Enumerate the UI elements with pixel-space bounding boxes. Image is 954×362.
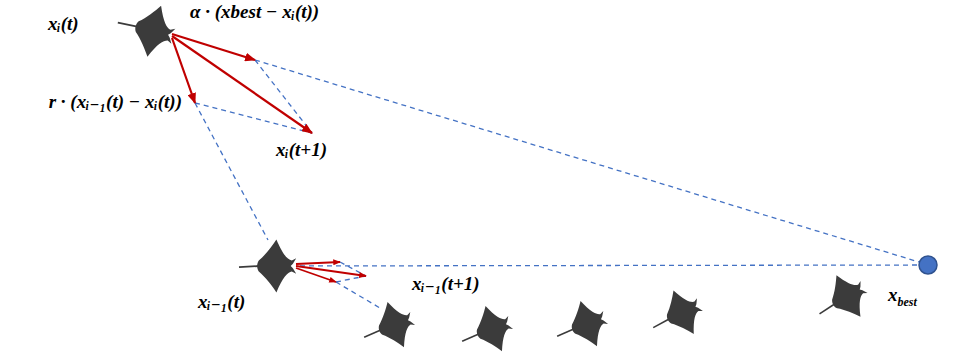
formula-label: xᵢ(t+1) [276, 140, 327, 161]
formula-label: α · (xbest − xᵢ(t)) [190, 2, 319, 23]
position-label: xᵢ₋₁(t) [198, 292, 245, 313]
manta-ray [356, 296, 421, 359]
manta-shape [244, 238, 300, 294]
vector-arrow [172, 36, 312, 133]
label-anchor: xᵢ(t+1) [276, 140, 327, 161]
label-anchor: α · (xbest − xᵢ(t)) [190, 2, 319, 23]
manta-ray [454, 300, 519, 362]
circle-shape [918, 255, 938, 275]
guide-line [300, 264, 918, 266]
manta-ray [111, 0, 180, 62]
vector-arrow [296, 262, 340, 264]
manta-ray [643, 283, 710, 348]
position-label: xᵢ(t) [48, 14, 79, 35]
target-circle: xbest [918, 255, 938, 275]
manta-ray: xᵢ(t) [122, 2, 178, 58]
guide-line [195, 103, 312, 133]
guide-line [336, 276, 366, 282]
formula-label: r · (xᵢ₋₁(t) − xᵢ(t)) [49, 92, 182, 113]
manta-ray [807, 266, 876, 334]
guide-line [255, 60, 919, 262]
manta-ray [239, 240, 296, 293]
position-label: xbest [888, 285, 917, 309]
manta-ray: xᵢ₋₁(t) [244, 238, 300, 294]
manta-ray [549, 295, 614, 358]
guide-line [195, 103, 268, 240]
target-dot [919, 256, 937, 274]
label-anchor: xᵢ₋₁(t+1) [412, 274, 480, 295]
guide-line [255, 60, 312, 133]
vector-arrow [172, 34, 255, 60]
formula-label: xᵢ₋₁(t+1) [412, 274, 480, 295]
label-anchor: r · (xᵢ₋₁(t) − xᵢ(t)) [49, 92, 182, 113]
manta-shape [122, 2, 178, 58]
vector-arrow [296, 266, 366, 276]
guide-line [336, 282, 380, 308]
